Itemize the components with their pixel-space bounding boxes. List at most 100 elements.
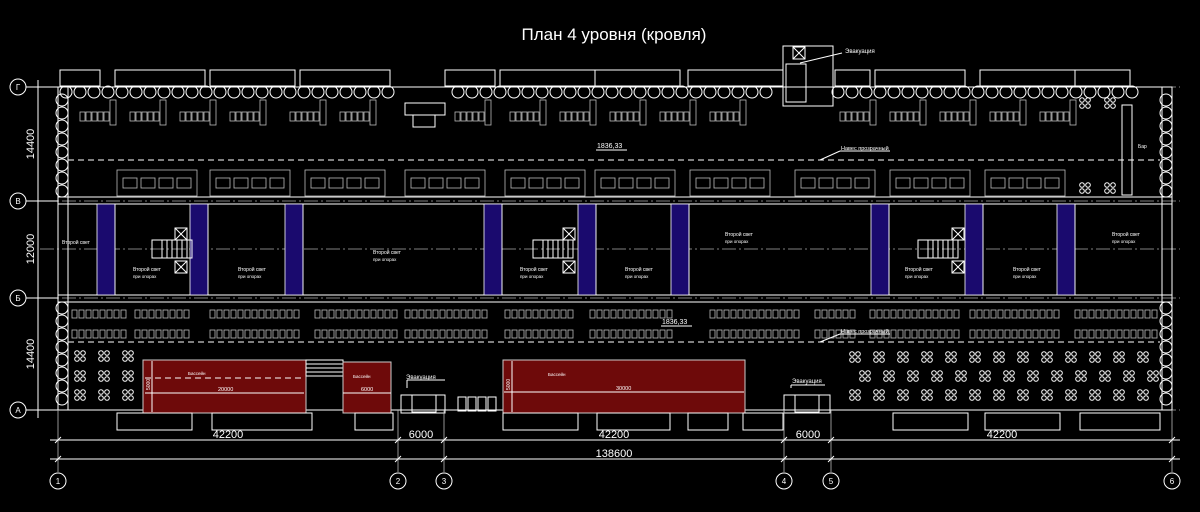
svg-text:при опорах: при опорах xyxy=(133,274,157,279)
sun-lounger xyxy=(258,309,265,319)
table-with-chairs xyxy=(1017,389,1029,401)
sun-lounger xyxy=(99,329,106,339)
column-axis-6: 6 xyxy=(1163,410,1181,490)
sun-umbrella-icon xyxy=(269,85,283,99)
sun-umbrella-icon xyxy=(465,85,479,99)
sun-lounger xyxy=(603,309,610,319)
sun-lounger xyxy=(904,309,911,319)
evacuation-label-top: Эвакуация xyxy=(845,49,875,55)
sun-umbrella-icon xyxy=(873,85,887,99)
sun-lounger xyxy=(976,329,983,339)
row-axis-label: Г xyxy=(16,83,21,92)
svg-text:при опорах: при опорах xyxy=(1013,274,1037,279)
sun-lounger xyxy=(1102,329,1109,339)
sun-lounger xyxy=(92,329,99,339)
sun-lounger xyxy=(342,329,349,339)
svg-text:Бассейн: Бассейн xyxy=(188,370,206,376)
table-with-chairs xyxy=(1104,97,1116,109)
sun-lounger xyxy=(418,329,425,339)
sun-umbrella-icon xyxy=(55,340,69,354)
sun-umbrella-icon xyxy=(87,85,101,99)
sun-lounger xyxy=(134,329,141,339)
sun-lounger xyxy=(293,309,300,319)
column-axis-label: 6 xyxy=(1170,477,1175,486)
sun-lounger xyxy=(377,309,384,319)
row-axis-Г: Г xyxy=(9,78,58,96)
sun-lounger xyxy=(460,309,467,319)
sun-umbrella-icon xyxy=(55,184,69,198)
sun-umbrella-icon xyxy=(1159,106,1173,120)
sun-umbrella-icon xyxy=(605,85,619,99)
table-with-chairs xyxy=(1089,389,1101,401)
sun-lounger xyxy=(518,329,525,339)
table-with-chairs xyxy=(907,370,919,382)
table-with-chairs xyxy=(1147,370,1159,382)
sun-lounger xyxy=(176,329,183,339)
sun-lounger xyxy=(1004,309,1011,319)
sun-lounger xyxy=(1039,309,1046,319)
table-with-chairs xyxy=(979,370,991,382)
sun-umbrella-icon xyxy=(171,85,185,99)
level-mark-bottom: 1836,33 xyxy=(662,319,687,326)
sun-lounger xyxy=(85,329,92,339)
sun-umbrella-icon xyxy=(1159,366,1173,380)
sun-lounger xyxy=(553,309,560,319)
sun-lounger xyxy=(546,309,553,319)
svg-text:Второй свет: Второй свет xyxy=(133,266,162,273)
sun-umbrella-icon xyxy=(985,85,999,99)
sun-lounger xyxy=(652,329,659,339)
svg-text:Второй свет: Второй свет xyxy=(725,231,754,238)
column-axis-label: 5 xyxy=(829,477,834,486)
sun-lounger xyxy=(638,309,645,319)
sun-lounger xyxy=(849,309,856,319)
sun-lounger xyxy=(1144,309,1151,319)
sun-lounger xyxy=(911,309,918,319)
cabana xyxy=(404,169,486,197)
svg-text:42200: 42200 xyxy=(987,429,1018,441)
lounger xyxy=(487,396,497,412)
level-mark-top: 1836,33 xyxy=(597,143,622,150)
sun-lounger xyxy=(744,309,751,319)
sun-lounger xyxy=(744,329,751,339)
sun-umbrella-icon xyxy=(929,85,943,99)
glazing-strip xyxy=(577,203,597,296)
column-axis-label: 4 xyxy=(782,477,787,486)
sun-lounger xyxy=(71,329,78,339)
sun-lounger xyxy=(335,329,342,339)
sun-lounger xyxy=(148,309,155,319)
sun-lounger xyxy=(969,329,976,339)
sun-lounger xyxy=(162,309,169,319)
sun-umbrella-icon xyxy=(577,85,591,99)
sun-umbrella-icon xyxy=(521,85,535,99)
svg-text:Эвакуация: Эвакуация xyxy=(406,375,436,381)
sun-lounger xyxy=(1109,329,1116,339)
sun-lounger xyxy=(793,309,800,319)
sun-lounger xyxy=(890,309,897,319)
lounger-group xyxy=(609,99,647,126)
pool-3-length: 30000 xyxy=(616,386,631,392)
sun-lounger xyxy=(1053,329,1060,339)
sun-umbrella-icon xyxy=(1159,340,1173,354)
column-axis-label: 1 xyxy=(56,477,61,486)
sun-lounger xyxy=(460,329,467,339)
sun-umbrella-icon xyxy=(1159,301,1173,315)
sun-umbrella-icon xyxy=(957,85,971,99)
sun-lounger xyxy=(990,309,997,319)
column-axis-5: 5 xyxy=(822,410,840,490)
sun-lounger xyxy=(384,329,391,339)
canopy-label-bottom: Навес прозрачный xyxy=(841,328,889,335)
lounger xyxy=(457,396,467,412)
sun-lounger xyxy=(78,329,85,339)
sun-lounger xyxy=(659,309,666,319)
sun-lounger xyxy=(183,309,190,319)
svg-text:при опорах: при опорах xyxy=(905,274,929,279)
sun-lounger xyxy=(209,329,216,339)
table-with-chairs xyxy=(945,351,957,363)
sun-lounger xyxy=(1144,329,1151,339)
sun-umbrella-icon xyxy=(55,93,69,107)
sun-umbrella-icon xyxy=(227,85,241,99)
pool-3-width: 5000 xyxy=(506,379,512,390)
sun-lounger xyxy=(1088,329,1095,339)
sun-umbrella-icon xyxy=(831,85,845,99)
